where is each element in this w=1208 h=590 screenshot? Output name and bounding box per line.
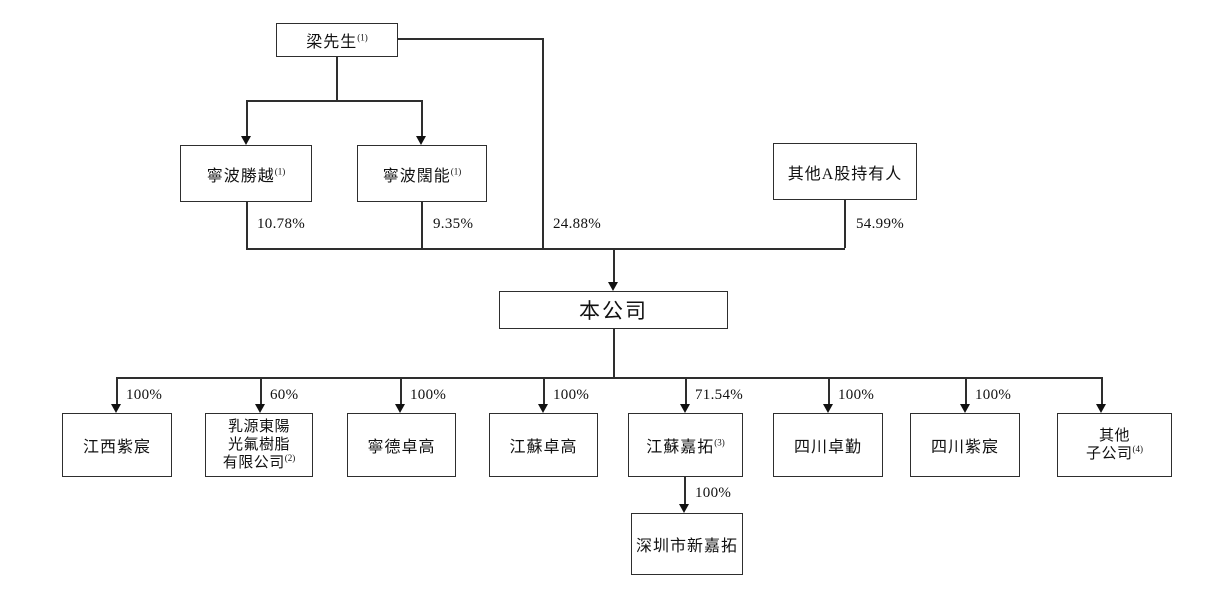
node-label-text: 寧波勝越 xyxy=(206,167,275,185)
footnote-ref: (2) xyxy=(284,453,296,463)
node-shenzhen-xinjiatuo: 深圳市新嘉拓 xyxy=(631,513,743,575)
pct-label: 24.88% xyxy=(553,216,602,232)
node-label-text: 梁先生 xyxy=(306,34,358,51)
connector xyxy=(965,377,967,405)
connector xyxy=(828,377,830,405)
footnote-ref: (3) xyxy=(714,437,725,448)
footnote-ref: (4) xyxy=(1132,444,1144,454)
arrowhead xyxy=(679,504,689,513)
node-label: 梁先生(1) xyxy=(306,28,368,52)
pct-label: 54.99% xyxy=(856,216,905,232)
pct-label: 60% xyxy=(270,387,299,403)
connector xyxy=(246,202,248,248)
arrowhead xyxy=(538,404,548,413)
pct-label: 100% xyxy=(553,387,590,403)
pct-label: 100% xyxy=(410,387,447,403)
arrowhead xyxy=(608,282,618,291)
pct-label: 100% xyxy=(695,485,732,501)
connector xyxy=(116,377,1103,379)
node-other-subsidiaries: 其他 子公司(4) xyxy=(1057,413,1172,477)
node-label-text: 四川卓勤 xyxy=(793,439,862,456)
pct-label: 71.54% xyxy=(695,387,744,403)
node-ningbo-kuoneng: 寧波闊能(1) xyxy=(357,145,487,202)
node-label-text: 光氟樹脂 xyxy=(227,437,290,453)
arrowhead xyxy=(680,404,690,413)
connector xyxy=(613,248,615,282)
connector xyxy=(260,377,262,405)
connector xyxy=(400,377,402,405)
node-sichuan-zichen: 四川紫宸 xyxy=(910,413,1020,477)
arrowhead xyxy=(395,404,405,413)
footnote-ref: (1) xyxy=(357,32,368,43)
node-label: 寧波闊能(1) xyxy=(383,162,462,186)
node-jiangsu-jiatuo: 江蘇嘉拓(3) xyxy=(628,413,743,477)
connector xyxy=(684,477,686,505)
pct-label: 9.35% xyxy=(433,216,474,232)
arrowhead xyxy=(255,404,265,413)
node-label-text: 有限公司(2) xyxy=(223,454,296,472)
node-mr-liang: 梁先生(1) xyxy=(276,23,398,57)
node-label-text: 四川紫宸 xyxy=(930,439,999,456)
node-label-text: 其他 xyxy=(1098,428,1130,444)
connector xyxy=(542,38,544,249)
node-jiangsu-zhuogao: 江蘇卓高 xyxy=(489,413,598,477)
arrowhead xyxy=(416,136,426,145)
footnote-ref: (1) xyxy=(450,166,462,177)
connector xyxy=(336,57,338,100)
node-ruyuan-dongyangguang: 乳源東陽 光氟樹脂 有限公司(2) xyxy=(205,413,313,477)
node-label: 江蘇嘉拓(3) xyxy=(646,433,725,457)
node-label-text: 深圳市新嘉拓 xyxy=(635,538,738,555)
connector xyxy=(1101,377,1103,405)
node-sichuan-zhuoqin: 四川卓勤 xyxy=(773,413,883,477)
node-label-text: 有限公司 xyxy=(222,455,285,471)
arrowhead xyxy=(241,136,251,145)
node-label-text: 子公司 xyxy=(1085,446,1133,462)
node-label: 寧波勝越(1) xyxy=(207,162,286,186)
node-label-text: 本公司 xyxy=(579,299,648,323)
connector xyxy=(844,200,846,248)
node-ningde-zhuogao: 寧德卓高 xyxy=(347,413,456,477)
footnote-ref: (1) xyxy=(274,166,286,177)
node-label-text: 子公司(4) xyxy=(1086,445,1143,463)
arrowhead xyxy=(960,404,970,413)
arrowhead xyxy=(823,404,833,413)
arrowhead xyxy=(111,404,121,413)
connector xyxy=(543,377,545,405)
connector xyxy=(246,100,423,102)
connector xyxy=(246,248,845,250)
connector xyxy=(421,202,423,248)
connector xyxy=(613,329,615,377)
node-other-a-share-holders: 其他A股持有人 xyxy=(773,143,917,200)
connector xyxy=(421,100,423,137)
node-label-text: 寧德卓高 xyxy=(367,439,436,456)
connector xyxy=(398,38,543,40)
pct-label: 100% xyxy=(838,387,875,403)
node-label-text: 江蘇卓高 xyxy=(509,439,578,456)
arrowhead xyxy=(1096,404,1106,413)
node-label-text: 江西紫宸 xyxy=(82,439,151,456)
node-label-text: 其他A股持有人 xyxy=(787,165,903,183)
connector xyxy=(116,377,118,405)
pct-label: 100% xyxy=(126,387,163,403)
pct-label: 100% xyxy=(975,387,1012,403)
node-label-text: 江蘇嘉拓 xyxy=(646,439,715,456)
node-jiangxi-zichen: 江西紫宸 xyxy=(62,413,172,477)
node-company: 本公司 xyxy=(499,291,728,329)
node-label-text: 寧波闊能 xyxy=(382,167,451,185)
connector xyxy=(246,100,248,137)
node-ningbo-shengyue: 寧波勝越(1) xyxy=(180,145,312,202)
connector xyxy=(685,377,687,405)
node-label-text: 乳源東陽 xyxy=(227,419,290,435)
pct-label: 10.78% xyxy=(257,216,306,232)
